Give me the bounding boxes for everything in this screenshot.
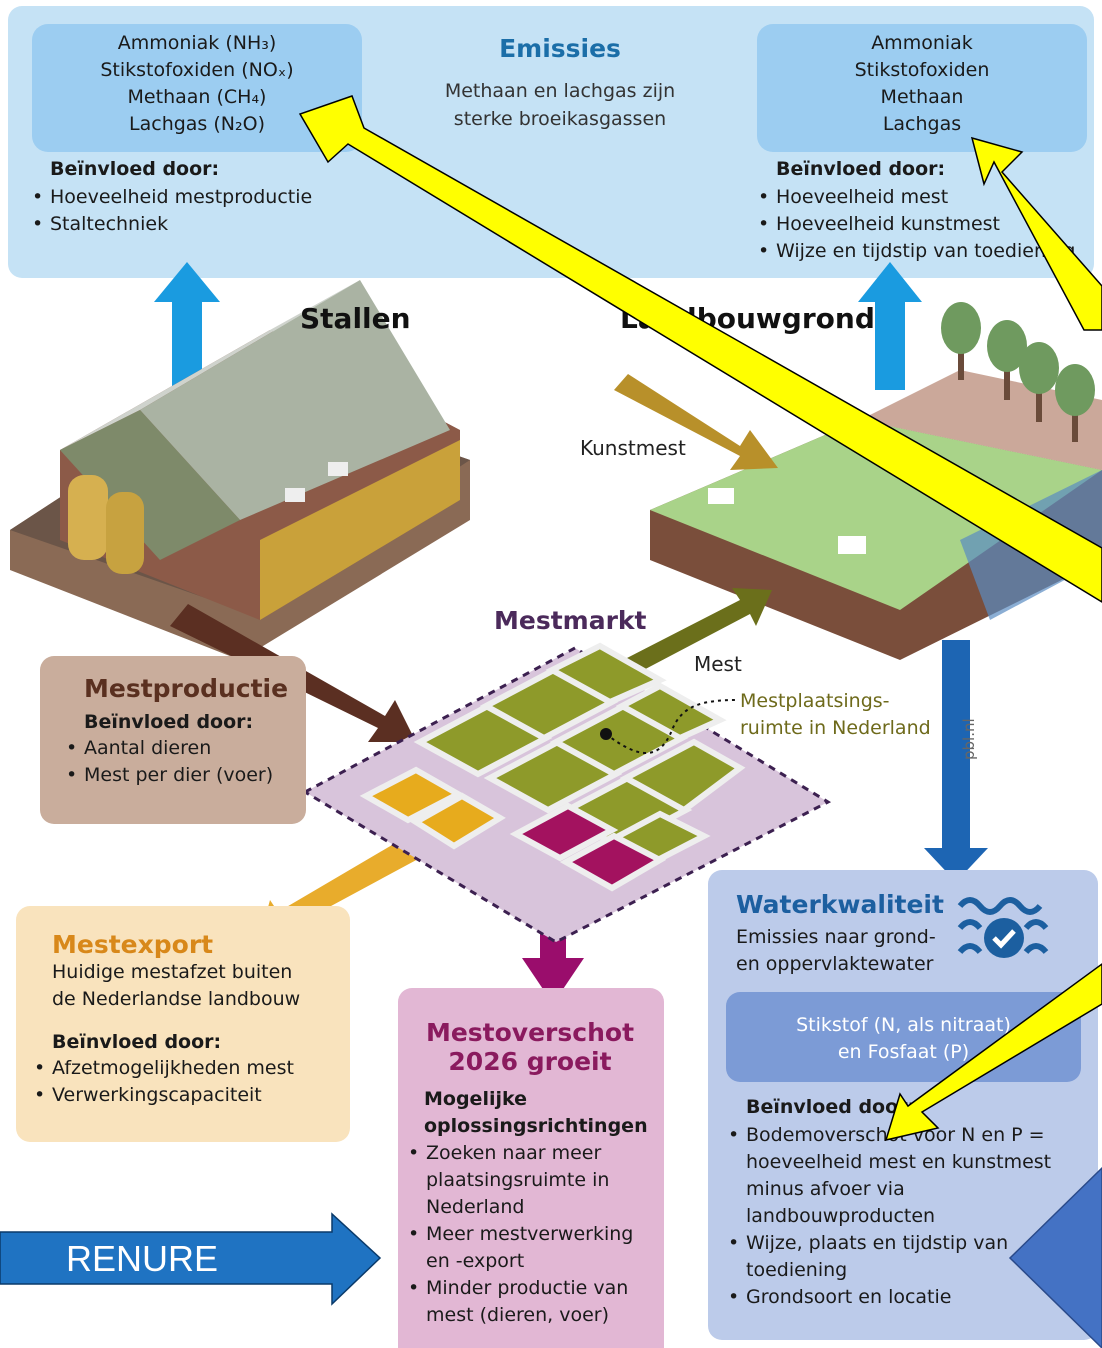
mestproductie-list: Aantal dieren Mest per dier (voer)	[64, 735, 288, 789]
overschot-tiles	[509, 802, 667, 892]
water-heading: Beïnvloed door:	[746, 1096, 916, 1118]
water-line: Emissies naar grond-	[736, 926, 936, 948]
mestexport-line: de Nederlandse landbouw	[52, 988, 301, 1010]
renure-arrow	[0, 1212, 382, 1306]
list-item: Aantal dieren	[64, 735, 288, 762]
list-item: Grondsoort en locatie	[726, 1284, 1066, 1311]
mestproductie-title: Mestproductie	[84, 674, 289, 703]
mestproductie-heading: Beïnvloed door:	[84, 711, 254, 733]
gas-line: Lachgas (N₂O)	[129, 113, 265, 135]
list-item: Hoeveelheid mest	[756, 184, 1075, 211]
list-item: Wijze, plaats en tijdstip van toediening	[726, 1230, 1066, 1284]
export-tiles	[359, 766, 506, 850]
list-item: Hoeveelheid kunstmest	[756, 211, 1075, 238]
kunstmest-label: Kunstmest	[580, 436, 686, 460]
water-line: en oppervlaktewater	[736, 953, 934, 975]
list-item: Meer mestverwerking en -export	[406, 1221, 636, 1275]
mestexport-box: Mestexport Huidige mestafzet buiten de N…	[16, 906, 350, 1142]
list-item: Afzetmogelijkheden mest	[32, 1055, 340, 1082]
list-item: Hoeveelheid mestproductie	[30, 184, 312, 211]
blue-diamond-shape	[1008, 1166, 1102, 1348]
list-item: Wijze en tijdstip van toediening	[756, 238, 1075, 265]
mestoverschot-heading: Mogelijke	[424, 1088, 527, 1110]
plaatsing-label: Mestplaatsings- ruimte in Nederland	[740, 688, 931, 742]
water-quality-icon	[957, 897, 1049, 958]
mestproductie-box: Mestproductie Beïnvloed door: Aantal die…	[40, 656, 306, 824]
yellow-arrow-bottom	[884, 963, 1102, 1142]
gas-line: Stikstofoxiden	[854, 59, 990, 81]
right-influence-list: Hoeveelheid mest Hoeveelheid kunstmest W…	[756, 184, 1075, 265]
right-influence-heading: Beïnvloed door:	[776, 158, 946, 180]
mestoverschot-box: Mestoverschot 2026 groeit Mogelijke oplo…	[398, 988, 664, 1348]
kunstmest-arrow	[614, 374, 778, 470]
mestoverschot-list: Zoeken naar meer plaatsingsruimte in Ned…	[406, 1140, 636, 1329]
mestexport-heading: Beïnvloed door:	[52, 1031, 222, 1053]
right-gas-box: Ammoniak Stikstofoxiden Methaan Lachgas	[757, 24, 1087, 152]
yellow-arrow-right	[970, 136, 1102, 331]
stable-illustration	[10, 280, 470, 660]
gas-line: Lachgas	[882, 113, 962, 135]
gas-line: Ammoniak	[871, 32, 973, 54]
list-item: Verwerkingscapaciteit	[32, 1082, 340, 1109]
left-gas-box: Ammoniak (NH₃) Stikstofoxiden (NOₓ) Meth…	[32, 24, 362, 152]
mestoverschot-title: 2026 groeit	[448, 1047, 612, 1076]
left-influence-heading: Beïnvloed door:	[50, 158, 220, 180]
emissions-subtitle-1: Methaan en lachgas zijn	[444, 80, 676, 102]
stallen-label: Stallen	[300, 302, 411, 335]
renure-label: RENURE	[66, 1238, 219, 1279]
gas-line: Ammoniak (NH₃)	[117, 32, 277, 54]
mestmarkt-label: Mestmarkt	[494, 606, 647, 635]
mestexport-title: Mestexport	[52, 930, 214, 959]
emissions-subtitle-2: sterke broeikasgassen	[453, 108, 667, 130]
gas-line: Methaan	[880, 86, 964, 108]
left-influence-list: Hoeveelheid mestproductie Staltechniek	[30, 184, 312, 238]
water-arrow	[924, 640, 988, 882]
water-title: Waterkwaliteit	[736, 890, 944, 919]
yellow-arrow-left	[298, 95, 1102, 603]
nutrient-line: Stikstof (N, als nitraat)	[796, 1014, 1011, 1036]
plaatsing-line: Mestplaatsings-	[740, 690, 890, 712]
gas-line: Methaan (CH₄)	[127, 86, 267, 108]
plaatsing-line: ruimte in Nederland	[740, 717, 931, 739]
list-item: Minder productie van mest (dieren, voer)	[406, 1275, 636, 1329]
list-item: Zoeken naar meer plaatsingsruimte in Ned…	[406, 1140, 636, 1221]
mest-label: Mest	[694, 652, 742, 676]
mestoverschot-heading: oplossingsrichtingen	[424, 1115, 648, 1137]
mestexport-line: Huidige mestafzet buiten	[52, 961, 293, 983]
list-item: Mest per dier (voer)	[64, 762, 288, 789]
nutrient-line: en Fosfaat (P)	[837, 1041, 970, 1063]
emissions-title: Emissies	[499, 34, 621, 63]
gas-line: Stikstofoxiden (NOₓ)	[100, 59, 294, 81]
mestoverschot-title: Mestoverschot	[425, 1018, 635, 1047]
land-emission-arrow	[858, 262, 922, 390]
list-item: Staltechniek	[30, 211, 312, 238]
mestexport-list: Afzetmogelijkheden mest Verwerkingscapac…	[32, 1055, 340, 1109]
